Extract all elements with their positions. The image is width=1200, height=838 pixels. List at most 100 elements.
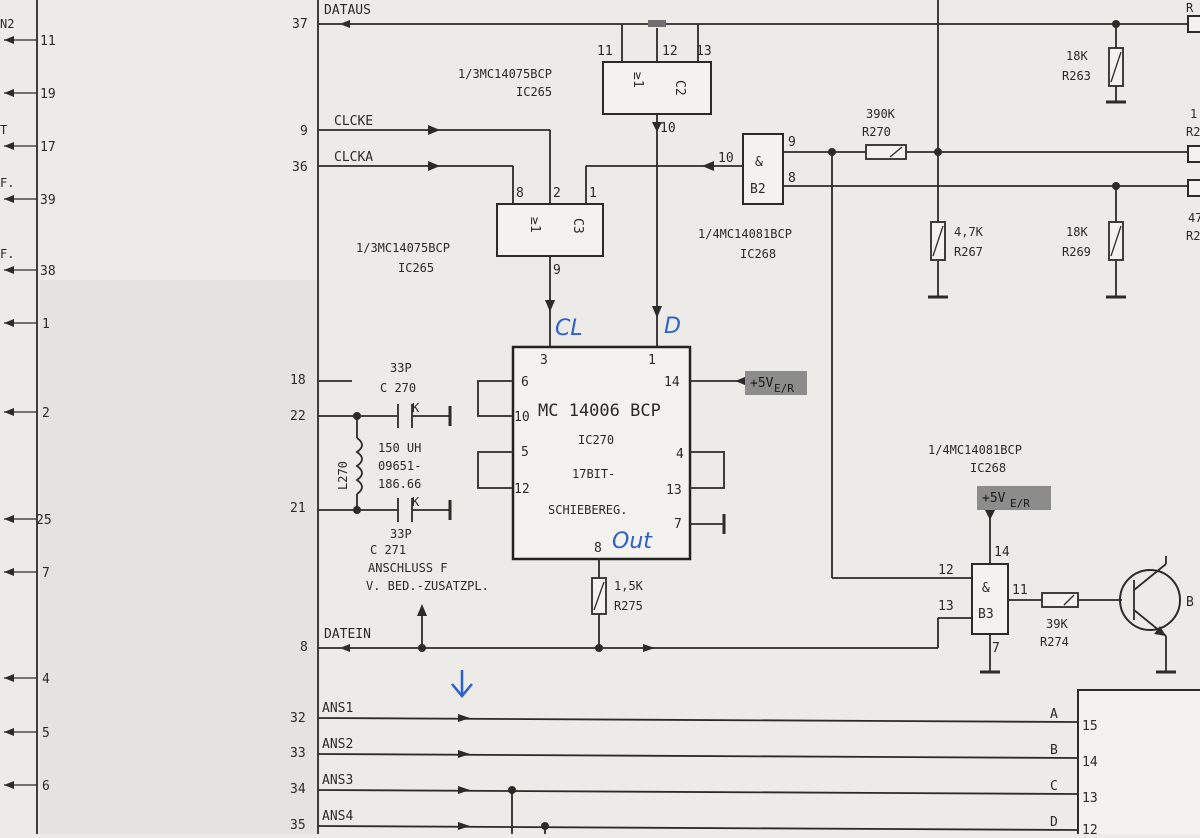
pin-number: 7 (992, 641, 1000, 656)
inductor-ref: L270 (336, 461, 350, 490)
pin-number: 3 (540, 353, 548, 368)
connector-letter: D (1050, 815, 1058, 830)
inductor-line3: 186.66 (378, 477, 421, 491)
left-bus (4, 0, 38, 834)
signal-dataus: DATAUS (324, 3, 371, 18)
bus-pin: 2 (42, 406, 50, 421)
signal-ans4: ANS4 (322, 809, 353, 824)
resistor-value: 4,7K (954, 225, 984, 239)
power-sub: E/R (1010, 497, 1030, 510)
signal-datein: DATEIN (324, 627, 371, 642)
partial-label: R2 (1186, 229, 1200, 243)
pin-number: 14 (664, 375, 680, 390)
gate-b3: & B3 12 13 11 14 7 1/4MC14081BCP IC268 (928, 443, 1028, 674)
connector-letter: B (1050, 743, 1058, 758)
pin-number: 12 (514, 482, 530, 497)
cap-tol: K (412, 401, 420, 415)
part-label: 1/4MC14081BCP (928, 443, 1022, 457)
bus-pin: 17 (40, 140, 56, 155)
pin-number: 12 (938, 563, 954, 578)
gate-name: B2 (750, 182, 766, 197)
resistor-value: 390K (866, 107, 896, 121)
row-number: 9 (300, 124, 308, 139)
gate-name: C3 (570, 218, 585, 234)
bus-pin: 25 (36, 513, 52, 528)
ic-label: IC265 (398, 261, 434, 275)
filter-network: 33P C 270 K 33P C 271 K L270 150 UH 0965… (318, 361, 489, 593)
signal-ans1: ANS1 (322, 701, 353, 716)
row-number: 33 (290, 746, 306, 761)
resistor-r267: 4,7K R267 (928, 221, 984, 299)
left-bus-pin-labels: N2 11 19 T 17 F. 39 F. 38 1 2 25 7 4 5 6 (0, 17, 56, 794)
annotation-cl: CL (555, 316, 583, 341)
annotation-arrow (451, 670, 473, 698)
pin-number: 13 (938, 599, 954, 614)
inductor-value: 150 UH (378, 441, 421, 455)
bus-pin: 4 (42, 672, 50, 687)
resistor-value: 18K (1066, 225, 1088, 239)
gate-name: B3 (978, 607, 994, 622)
arrow (652, 122, 662, 132)
note-line2: V. BED.-ZUSATZPL. (366, 579, 489, 593)
power-badge-2: +5V E/R (977, 486, 1051, 520)
pin-number: 9 (788, 135, 796, 150)
ic-label: IC268 (740, 247, 776, 261)
pin-number: 10 (718, 151, 734, 166)
signal-clcke: CLCKE (334, 114, 373, 129)
part-label: 1/3MC14075BCP (458, 67, 552, 81)
bus-label: F. (0, 176, 14, 190)
bus-pin: 5 (42, 726, 50, 741)
row-number: 18 (290, 373, 306, 388)
pin-number: 2 (553, 186, 561, 201)
arrow (545, 300, 555, 312)
pin-number: 10 (514, 410, 530, 425)
resistor-r270: 390K R270 (862, 107, 907, 160)
cap-value: 33P (390, 361, 412, 375)
power-label: +5V (750, 376, 774, 391)
cap-tol: K (412, 495, 420, 509)
pin-number: 6 (521, 375, 529, 390)
gate-symbol: ≥1 (630, 72, 645, 88)
connector-pin: 15 (1082, 719, 1098, 734)
ic-label: IC265 (516, 85, 552, 99)
row-number: 21 (290, 501, 306, 516)
connector-pin: 14 (1082, 755, 1098, 770)
power-label: +5V (982, 491, 1006, 506)
gate-symbol: & (982, 581, 990, 596)
row-number: 36 (292, 160, 308, 175)
partial-label: R (1186, 1, 1194, 15)
clock-nets: CLCKE CLCKA (318, 114, 743, 204)
pin-number: 9 (553, 263, 561, 278)
pin-number: 10 (660, 121, 676, 136)
connector-pin: 13 (1082, 791, 1098, 806)
resistor-ref: R275 (614, 599, 643, 613)
row-number: 32 (290, 711, 306, 726)
row-number: 22 (290, 409, 306, 424)
connector-pin: 12 (1082, 823, 1098, 834)
gate-c2: ≥1 C2 11 12 13 10 1/3MC14075BCP IC265 (458, 20, 712, 136)
bus-pin: 1 (42, 317, 50, 332)
bus-pin: 38 (40, 264, 56, 279)
pin-number: 8 (594, 541, 602, 556)
chip-line1: 17BIT- (572, 467, 615, 481)
chip-ic270: 3 1 6 10 5 12 14 4 13 7 8 MC 14006 BCP I… (477, 345, 745, 561)
resistor-r269: 18K R269 (1062, 221, 1126, 299)
chip-line2: SCHIEBEREG. (548, 503, 627, 517)
row-number: 35 (290, 818, 306, 833)
pin-number: 14 (994, 545, 1010, 560)
bus-label: F. (0, 247, 14, 261)
gate-name: C2 (672, 80, 687, 96)
row-numbers: 37 9 36 18 22 21 8 32 33 34 35 (290, 17, 308, 833)
gate-c3: ≥1 C3 8 2 1 9 1/3MC14075BCP IC265 (356, 186, 604, 278)
datein-net: DATEIN (318, 604, 972, 652)
part-label: 1/4MC14081BCP (698, 227, 792, 241)
pin-number: 1 (648, 353, 656, 368)
connector-letter: A (1050, 707, 1058, 722)
pin-number: 7 (674, 517, 682, 532)
pin-number: 5 (521, 445, 529, 460)
pin-number: 13 (666, 483, 682, 498)
cap-ref: C 271 (370, 543, 406, 557)
row-number: 8 (300, 640, 308, 655)
bus-label: N2 (0, 17, 14, 31)
